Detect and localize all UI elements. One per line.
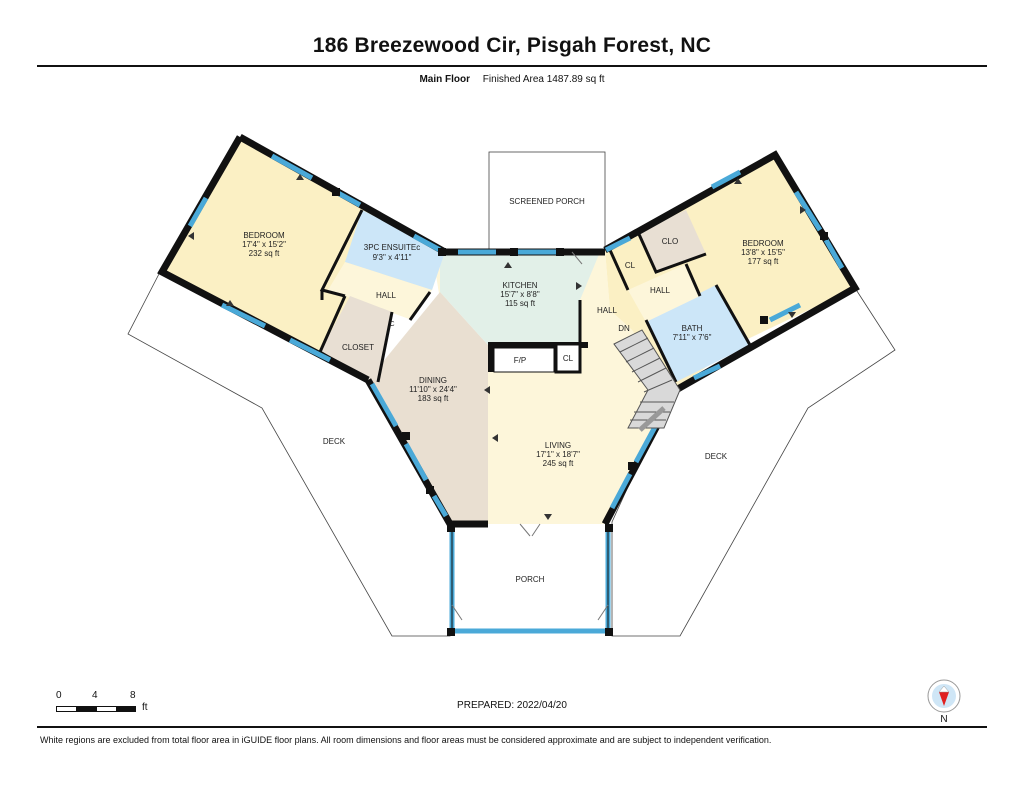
bedroom-left-area bbox=[162, 137, 445, 357]
kitchen-dims: 15'7" x 8'8" bbox=[500, 290, 540, 299]
bedroom-left-dims: 17'4" x 15'2" bbox=[242, 240, 286, 249]
compass-icon: N bbox=[926, 678, 962, 726]
scale-tick-8: 8 bbox=[130, 690, 136, 701]
bedroom-right-area-text: 177 sq ft bbox=[748, 257, 779, 266]
hall-left-name: HALL bbox=[376, 291, 397, 300]
deck-left-name: DECK bbox=[323, 437, 346, 446]
hall-center-name: HALL bbox=[597, 306, 618, 315]
floor-name: Main Floor bbox=[419, 74, 471, 85]
hall-left-area bbox=[328, 262, 432, 320]
screened-porch-name: SCREENED PORCH bbox=[509, 197, 585, 206]
ensuite-dims: 9'3" x 4'11" bbox=[373, 253, 412, 262]
ensuite-name: 3PC ENSUITEc bbox=[364, 243, 420, 252]
bedroom-left-name: BEDROOM bbox=[243, 231, 285, 240]
scale-unit: ft bbox=[142, 702, 148, 713]
cl-center-name: CL bbox=[563, 354, 574, 363]
floor-subtitle: Main Floor Finished Area 1487.89 sq ft bbox=[0, 74, 1024, 85]
bedroom-right-name: BEDROOM bbox=[742, 239, 784, 248]
dining-area-text: 183 sq ft bbox=[418, 394, 449, 403]
dining-name: DINING bbox=[419, 376, 447, 385]
bedroom-left-area-text: 232 sq ft bbox=[249, 249, 280, 258]
living-dims: 17'1" x 18'7" bbox=[536, 450, 580, 459]
kitchen-area bbox=[440, 252, 600, 345]
living-name: LIVING bbox=[545, 441, 571, 450]
clo-name: CLO bbox=[662, 237, 678, 246]
footer-rule bbox=[37, 726, 987, 728]
page-title: 186 Breezewood Cir, Pisgah Forest, NC bbox=[312, 34, 712, 57]
living-area bbox=[432, 250, 676, 524]
fireplace-name: F/P bbox=[514, 356, 526, 365]
fireplace-box bbox=[493, 347, 555, 373]
finished-area: Finished Area 1487.89 sq ft bbox=[482, 74, 605, 85]
scale-bar: 0 4 8 ft bbox=[56, 690, 166, 716]
bedroom-right-dims: 13'8" x 15'5" bbox=[741, 248, 785, 257]
dining-dims: 11'10" x 24'4" bbox=[409, 385, 457, 394]
scale-tick-4: 4 bbox=[92, 690, 98, 701]
scale-tick-0: 0 bbox=[56, 690, 62, 701]
cl-right-name: CL bbox=[625, 261, 636, 270]
deck-right-name: DECK bbox=[705, 452, 728, 461]
living-area-text: 245 sq ft bbox=[543, 459, 574, 468]
kitchen-area-text: 115 sq ft bbox=[505, 299, 536, 308]
porch-name: PORCH bbox=[516, 575, 545, 584]
screened-porch-area bbox=[488, 151, 606, 253]
hall-right-area bbox=[628, 264, 700, 322]
compass-north-label: N bbox=[940, 714, 948, 725]
stairs-dn-label: DN bbox=[618, 324, 630, 333]
bath-dims: 7'11" x 7'6" bbox=[673, 333, 712, 342]
scale-segment-4 bbox=[116, 706, 136, 712]
closet-name: CLOSET bbox=[342, 343, 374, 352]
prepared-date: PREPARED: 2022/04/20 bbox=[457, 700, 567, 711]
dining-area bbox=[368, 292, 488, 524]
hall-right-name: HALL bbox=[650, 286, 671, 295]
cl-center-box bbox=[554, 342, 582, 374]
closet-small-left-name: C bbox=[389, 321, 394, 328]
kitchen-name: KITCHEN bbox=[502, 281, 537, 290]
footer-disclaimer: White regions are excluded from total fl… bbox=[40, 735, 772, 745]
porch-area bbox=[450, 526, 610, 634]
ensuite-area bbox=[345, 210, 445, 290]
title-rule bbox=[37, 65, 987, 67]
bath-name: BATH bbox=[682, 324, 703, 333]
